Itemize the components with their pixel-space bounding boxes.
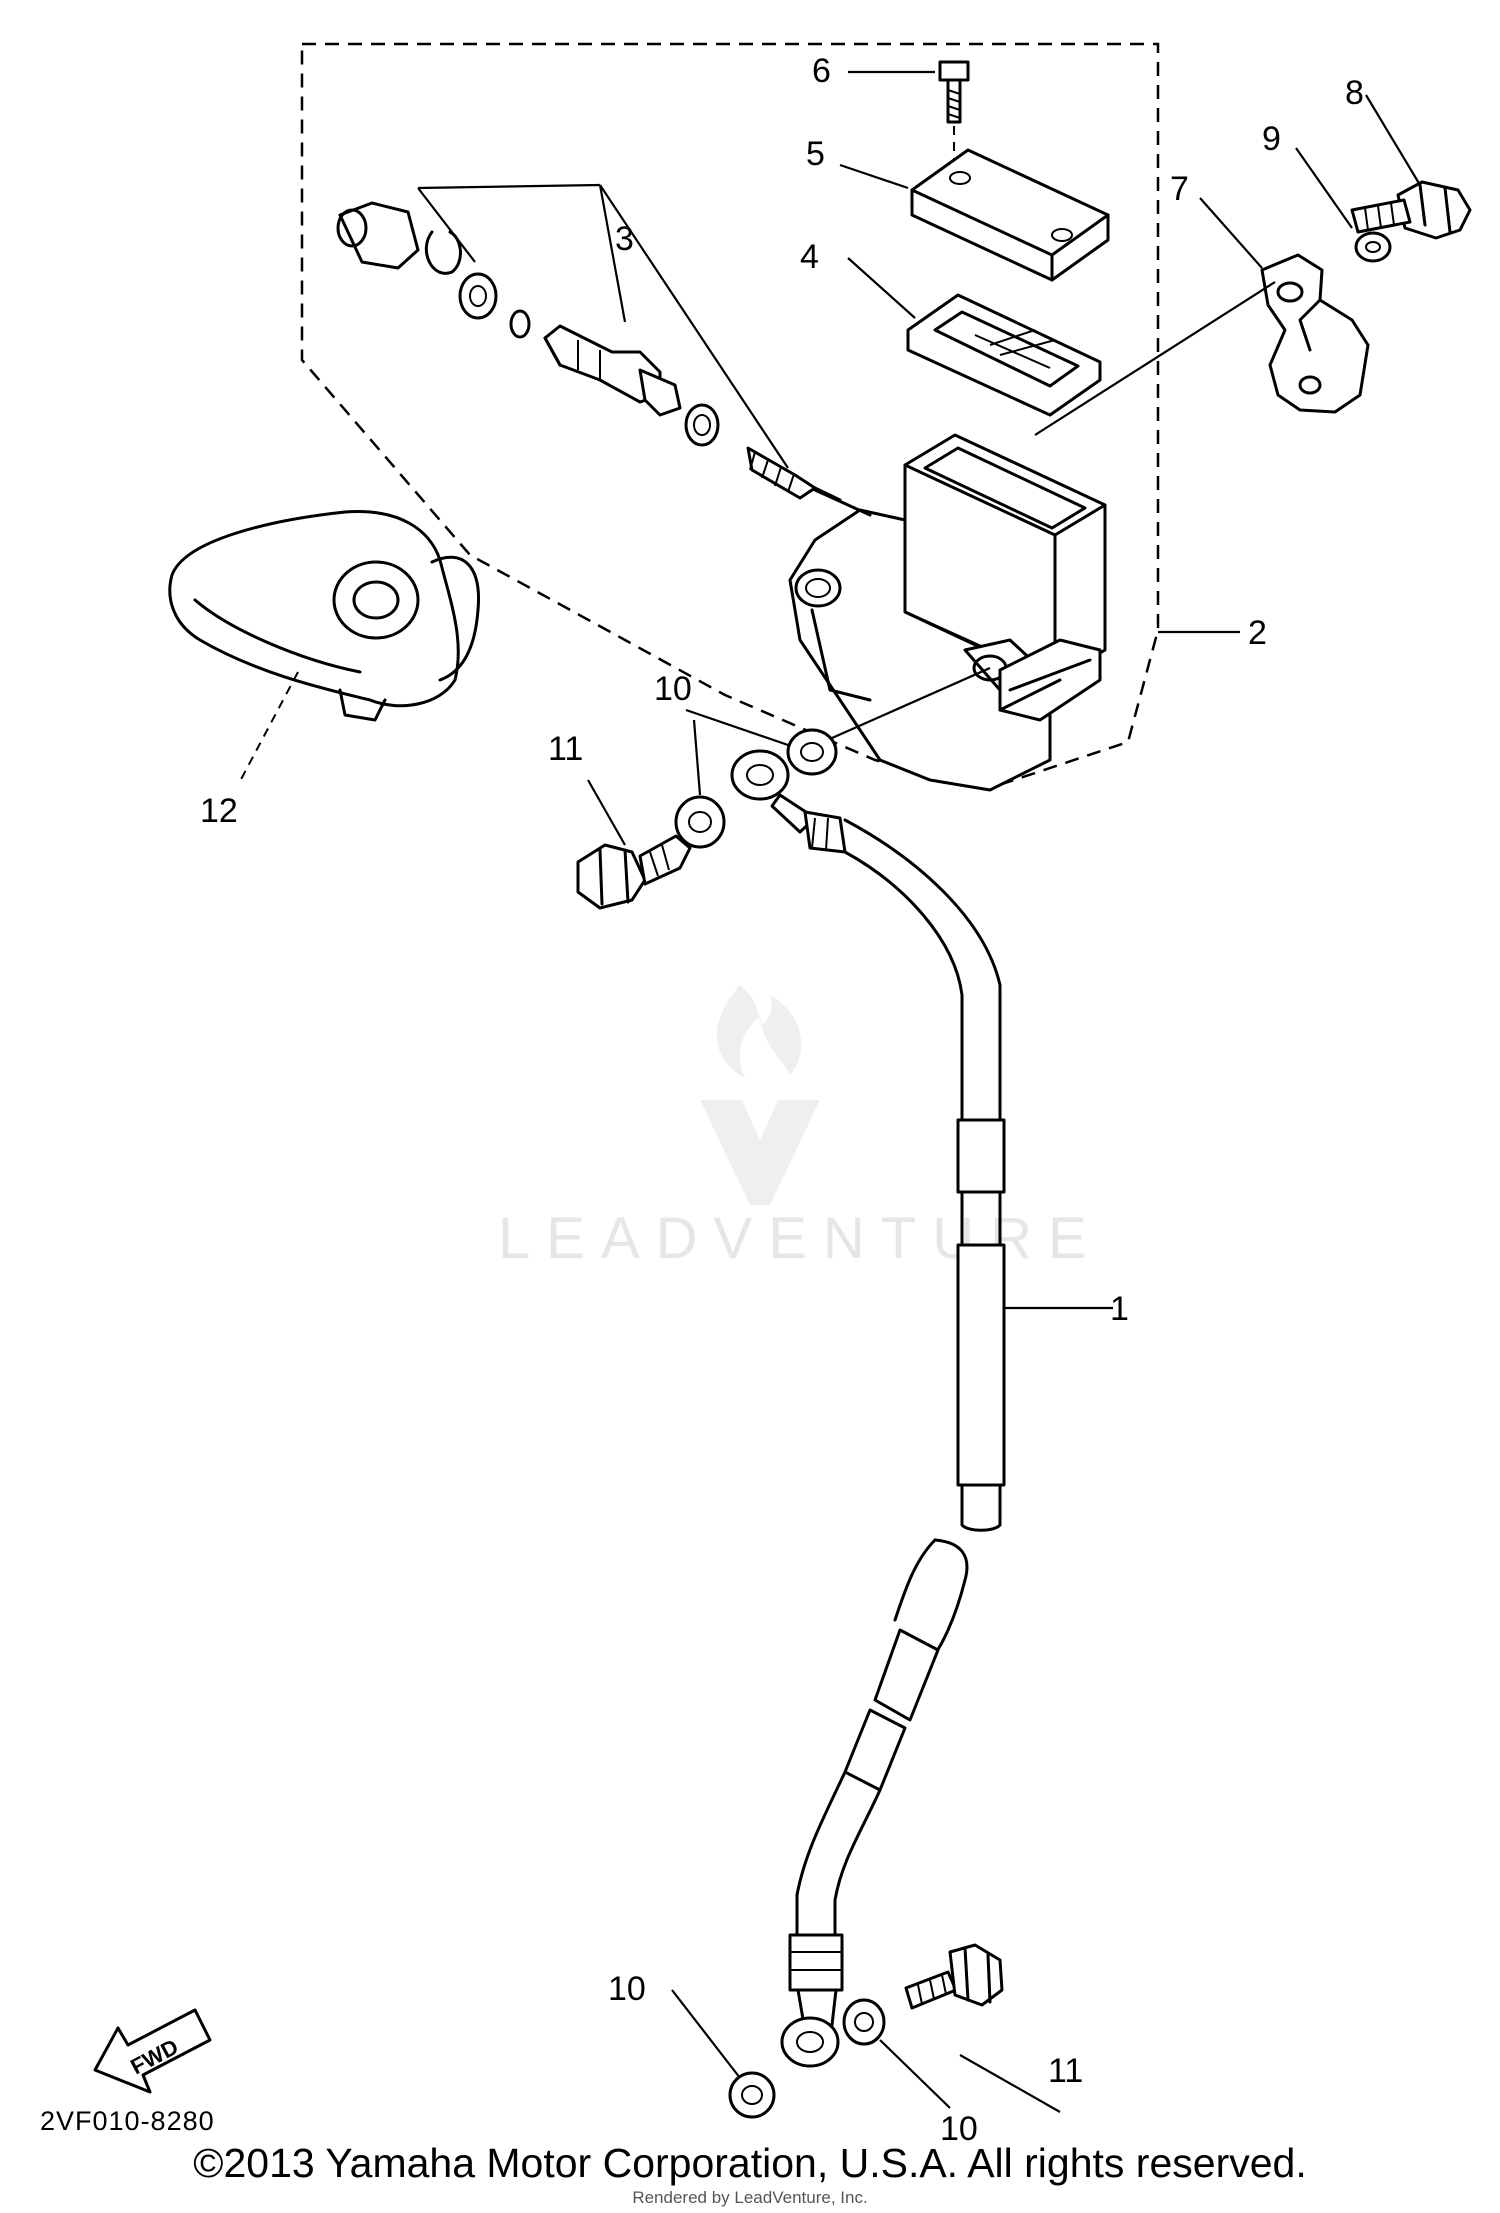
leader-lines	[237, 70, 1421, 2113]
callout-7: 7	[1170, 170, 1189, 208]
callout-10-top: 10	[654, 670, 692, 708]
copyright-notice: ©2013 Yamaha Motor Corporation, U.S.A. A…	[193, 2140, 1307, 2186]
callout-1: 1	[1110, 1290, 1129, 1328]
callout-3: 3	[615, 220, 634, 258]
callout-10-bottom-right: 10	[940, 2110, 978, 2148]
callout-11-bottom: 11	[1048, 2052, 1083, 2090]
callout-4: 4	[800, 238, 819, 276]
part-1-brake-hose	[730, 749, 1006, 2068]
callout-11-top: 11	[548, 730, 583, 768]
part-3-piston-kit	[336, 183, 842, 502]
callout-8: 8	[1345, 74, 1364, 112]
diagram-code: 2VF010-8280	[40, 2106, 215, 2136]
part-4-diaphragm	[906, 293, 1102, 417]
rendered-by-notice: Rendered by LeadVenture, Inc.	[632, 2188, 868, 2207]
part-2-master-cylinder	[788, 433, 1107, 792]
watermark-text: LEADVENTURE	[498, 1206, 1103, 1271]
part-10-washer-bottom	[728, 1998, 886, 2119]
part-6-screw	[938, 60, 970, 160]
part-10-washer-top	[674, 728, 838, 849]
assembly-boundary	[300, 42, 1160, 790]
fwd-arrow-icon: FWD	[93, 2008, 212, 2094]
watermark: LEADVENTURE	[498, 985, 1103, 1271]
callout-10-bottom-left: 10	[608, 1970, 646, 2008]
part-11-union-bolt-bottom	[904, 1943, 1004, 2010]
part-7-holder	[1260, 253, 1370, 414]
callout-2: 2	[1248, 614, 1267, 652]
leadventure-logo-icon	[700, 985, 820, 1205]
part-11-union-bolt-top	[576, 834, 692, 910]
part-8-bolt	[1350, 180, 1472, 240]
part-9-washer	[1354, 231, 1392, 263]
callout-12: 12	[200, 792, 238, 830]
callout-6: 6	[812, 52, 831, 90]
part-5-reservoir-cap	[910, 148, 1110, 282]
callout-5: 5	[806, 135, 825, 173]
callout-9: 9	[1262, 120, 1281, 158]
part-12-lever-cover	[168, 510, 481, 722]
